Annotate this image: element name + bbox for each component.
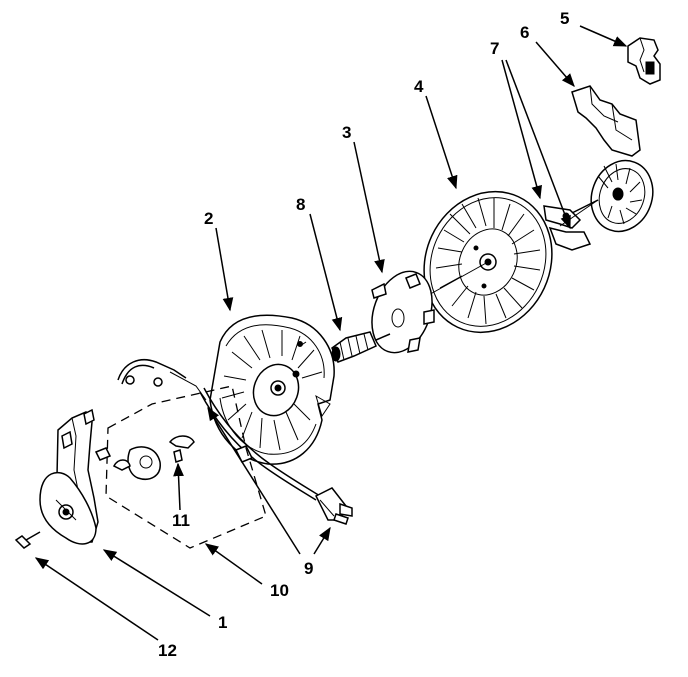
part-11-clip-screw xyxy=(94,435,195,480)
callout-11: 11 xyxy=(172,511,190,530)
callout-7: 7 xyxy=(490,39,499,58)
part-1-housing-bracket xyxy=(39,408,99,545)
leader-1 xyxy=(102,549,211,617)
part-8-shaft xyxy=(331,331,391,363)
callout-6: 6 xyxy=(520,23,529,42)
leader-6 xyxy=(535,41,575,88)
part-10-harness-outline xyxy=(105,359,267,549)
part-12-screw xyxy=(14,531,41,549)
callout-4: 4 xyxy=(414,77,424,96)
part-6-mount-bracket xyxy=(569,85,654,233)
leader-11 xyxy=(173,462,184,511)
leader-7b xyxy=(505,59,571,230)
part-3-spring-hub xyxy=(371,270,435,354)
callout-9: 9 xyxy=(304,559,313,578)
callout-10: 10 xyxy=(270,581,289,600)
callout-8: 8 xyxy=(296,195,305,214)
callout-2: 2 xyxy=(204,209,213,228)
callout-3: 3 xyxy=(342,123,351,142)
callout-labels: 2 8 3 4 5 6 7 9 10 11 1 12 xyxy=(158,9,569,660)
callout-leaders xyxy=(34,25,628,641)
leader-9b xyxy=(313,526,331,555)
leader-2 xyxy=(215,227,234,312)
leader-8 xyxy=(309,213,343,332)
leader-9a xyxy=(207,406,301,555)
leader-5 xyxy=(579,25,628,47)
leader-7a xyxy=(501,59,542,200)
leader-4 xyxy=(425,95,458,190)
callout-12: 12 xyxy=(158,641,177,660)
part-5-bracket-clip xyxy=(627,37,661,85)
callout-5: 5 xyxy=(560,9,569,28)
leader-12 xyxy=(34,557,159,641)
leader-10 xyxy=(204,543,263,585)
leader-3 xyxy=(353,141,385,274)
callout-1: 1 xyxy=(218,613,227,632)
